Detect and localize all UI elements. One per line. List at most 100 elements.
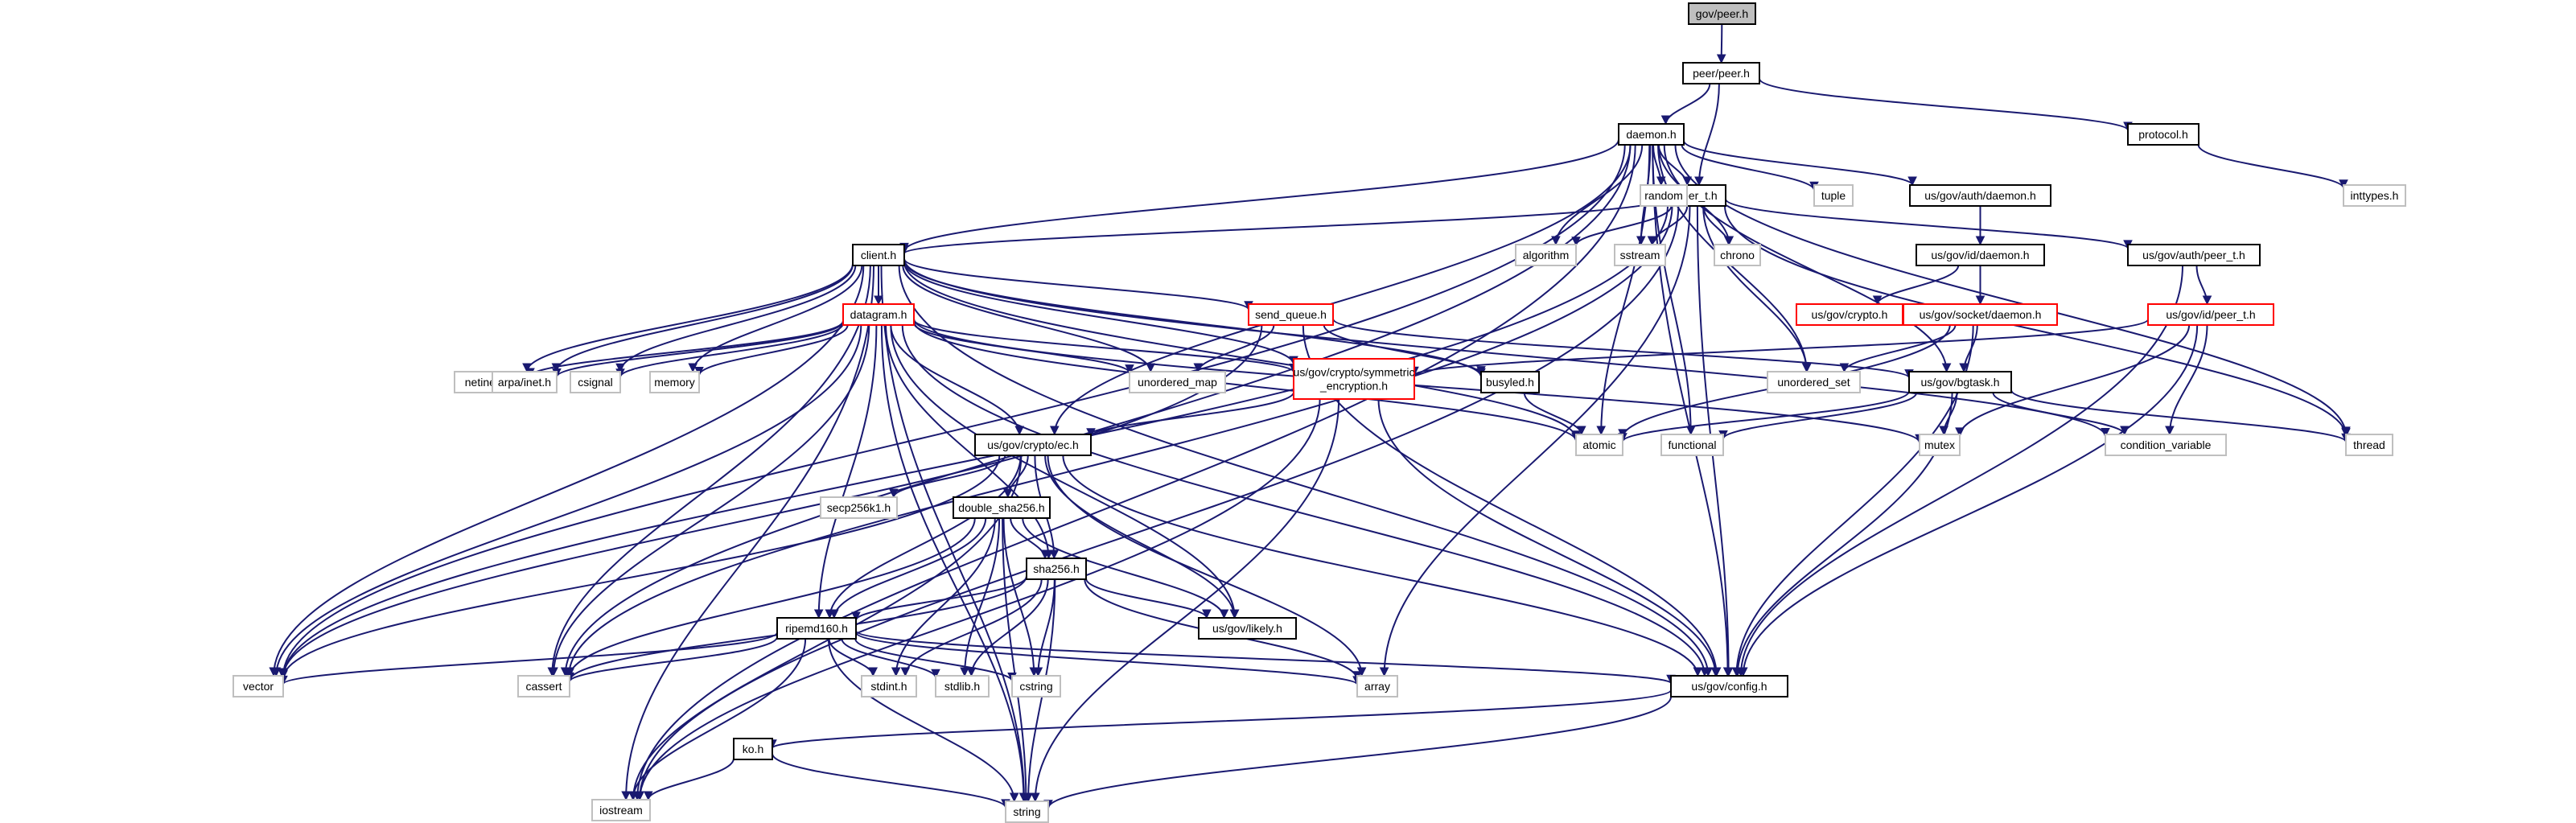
edge-protocol-h-to-inttypes-h bbox=[2197, 144, 2344, 189]
node-crypto-h[interactable]: us/gov/crypto.h bbox=[1796, 303, 1903, 326]
edge-arrowhead bbox=[1219, 609, 1229, 619]
node-config-h[interactable]: us/gov/config.h bbox=[1670, 675, 1788, 697]
edge-arrowhead bbox=[1732, 667, 1743, 677]
node-datagram-h[interactable]: datagram.h bbox=[842, 303, 915, 326]
edge-arrowhead bbox=[1738, 667, 1748, 677]
node-label: cstring bbox=[1019, 680, 1052, 693]
edge-arrowhead bbox=[1193, 363, 1204, 373]
node-bgtask-h[interactable]: us/gov/bgtask.h bbox=[1908, 371, 2012, 393]
node-ripemd160-h[interactable]: ripemd160.h bbox=[776, 617, 857, 640]
node-protocol-h[interactable]: protocol.h bbox=[2127, 123, 2199, 146]
edge-sym-enc-h-to-config-h bbox=[1377, 398, 1717, 677]
edge-id-daemon-h-to-crypto-h bbox=[1876, 265, 1960, 305]
node-ec-h[interactable]: us/gov/crypto/ec.h bbox=[974, 434, 1092, 456]
node-box bbox=[1903, 303, 2058, 326]
edge-daemon-h-to-algorithm bbox=[1554, 144, 1644, 245]
node-label: busyled.h bbox=[1486, 376, 1534, 389]
nodes-layer: gov/peer.h peer/peer.h daemon.h protocol.h i… bbox=[232, 2, 2406, 823]
node-label: secp256k1.h bbox=[827, 501, 891, 514]
node-box bbox=[649, 371, 700, 393]
edge-arrowhead bbox=[891, 667, 901, 677]
edge-client-h-to-atomic bbox=[903, 261, 1577, 439]
node-label: array bbox=[1364, 680, 1390, 693]
edge-ec-h-to-vector bbox=[282, 455, 1001, 679]
edge-arrowhead bbox=[1009, 792, 1019, 803]
node-gov-peer-h[interactable]: gov/peer.h bbox=[1688, 2, 1756, 25]
edges-layer bbox=[273, 23, 2347, 809]
edge-datagram-h-to-vector bbox=[275, 324, 862, 677]
node-label: protocol.h bbox=[2138, 128, 2187, 141]
node-label: tuple bbox=[1821, 189, 1846, 202]
edge-arrowhead bbox=[628, 791, 638, 801]
edge-sym-enc-h-to-string bbox=[1034, 398, 1340, 802]
edge-peer-t-h-to-auth-peer-t-h bbox=[1725, 198, 2129, 249]
edge-arrowhead bbox=[1723, 667, 1734, 677]
edge-bgtask-h-to-condition-variable bbox=[1992, 392, 2125, 435]
edge-arrowhead bbox=[1014, 426, 1025, 436]
edge-sha256-h-to-stdint-h bbox=[904, 578, 1043, 677]
node-daemon-h[interactable]: daemon.h bbox=[1618, 123, 1685, 146]
node-label: daemon.h bbox=[1626, 128, 1676, 141]
node-label: gov/peer.h bbox=[1696, 7, 1748, 20]
node-label: chrono bbox=[1720, 249, 1755, 261]
edge-arrowhead bbox=[1955, 427, 1965, 438]
edge-ec-h-to-array bbox=[1047, 455, 1363, 677]
edge-double-sha256-h-to-cstring bbox=[1002, 517, 1035, 677]
edge-id-peer-t-h-to-condition-variable bbox=[2168, 324, 2208, 435]
node-auth-daemon-h[interactable]: us/gov/auth/daemon.h bbox=[1909, 184, 2051, 207]
node-sym-enc-h[interactable]: us/gov/crypto/symmetric_encryption.h bbox=[1293, 358, 1415, 400]
edge-arrowhead bbox=[1030, 792, 1040, 803]
edge-client-h-to-cassert bbox=[551, 265, 871, 677]
node-label: stdlib.h bbox=[944, 680, 980, 693]
edge-arrowhead bbox=[1656, 176, 1666, 187]
edge-arrowhead bbox=[2101, 428, 2110, 438]
node-client-h[interactable]: client.h bbox=[852, 244, 905, 266]
node-double-sha256-h[interactable]: double_sha256.h bbox=[953, 496, 1051, 519]
node-id-daemon-h[interactable]: us/gov/id/daemon.h bbox=[1916, 244, 2045, 266]
node-likely-h[interactable]: us/gov/likely.h bbox=[1198, 617, 1297, 640]
node-box bbox=[1640, 184, 1688, 207]
node-auth-peer-t-h[interactable]: us/gov/auth/peer_t.h bbox=[2127, 244, 2261, 266]
edge-ko-h-to-iostream bbox=[647, 758, 735, 800]
node-box bbox=[2147, 303, 2274, 326]
node-peer-peer-h[interactable]: peer/peer.h bbox=[1682, 62, 1760, 84]
node-socket-daemon-h[interactable]: us/gov/socket/daemon.h bbox=[1903, 303, 2058, 326]
node-box bbox=[1908, 371, 2012, 393]
node-label: unordered_set bbox=[1777, 376, 1850, 389]
node-ko-h[interactable]: ko.h bbox=[733, 738, 773, 760]
node-busyled-h[interactable]: busyled.h bbox=[1480, 371, 1540, 393]
edge-ripemd160-h-to-cassert bbox=[569, 636, 778, 682]
edge-arrowhead bbox=[966, 667, 977, 677]
edge-daemon-h-to-ec-h bbox=[1053, 144, 1632, 435]
node-label: us/gov/auth/peer_t.h bbox=[2142, 249, 2245, 261]
edge-arrowhead bbox=[888, 488, 899, 499]
node-sha256-h[interactable]: sha256.h bbox=[1026, 558, 1087, 580]
node-arpa-inet-h: arpa/inet.h bbox=[492, 371, 558, 393]
edge-arrowhead bbox=[1379, 667, 1389, 677]
edge-arrowhead bbox=[615, 363, 625, 373]
edge-client-h-to-netinet-in-h bbox=[526, 263, 854, 372]
node-box bbox=[2127, 244, 2261, 266]
node-box bbox=[591, 799, 651, 821]
edge-client-h-to-unordered-map bbox=[902, 265, 1152, 372]
node-label: cassert bbox=[525, 680, 562, 693]
edge-arrowhead bbox=[1033, 667, 1043, 677]
edge-arrowhead bbox=[2202, 295, 2212, 306]
edge-arrowhead bbox=[1700, 667, 1710, 677]
node-label: us/gov/id/peer_t.h bbox=[2166, 308, 2255, 321]
edge-sym-enc-h-to-ec-h bbox=[1090, 391, 1294, 438]
edge-arrowhead bbox=[271, 667, 282, 677]
edge-bgtask-h-to-functional bbox=[1722, 392, 1918, 440]
node-send-queue-h[interactable]: send_queue.h bbox=[1248, 303, 1334, 326]
node-random: random bbox=[1640, 184, 1688, 207]
node-label: datagram.h bbox=[850, 308, 907, 321]
node-box bbox=[1618, 123, 1685, 146]
edge-arrowhead bbox=[874, 295, 883, 306]
node-functional: functional bbox=[1660, 434, 1724, 456]
edge-sha256-h-to-ripemd160-h bbox=[855, 576, 1027, 621]
edge-bgtask-h-to-atomic bbox=[1622, 390, 1910, 442]
edge-arrowhead bbox=[1146, 363, 1156, 373]
node-inttypes-h: inttypes.h bbox=[2343, 184, 2406, 207]
node-id-peer-t-h[interactable]: us/gov/id/peer_t.h bbox=[2147, 303, 2274, 326]
